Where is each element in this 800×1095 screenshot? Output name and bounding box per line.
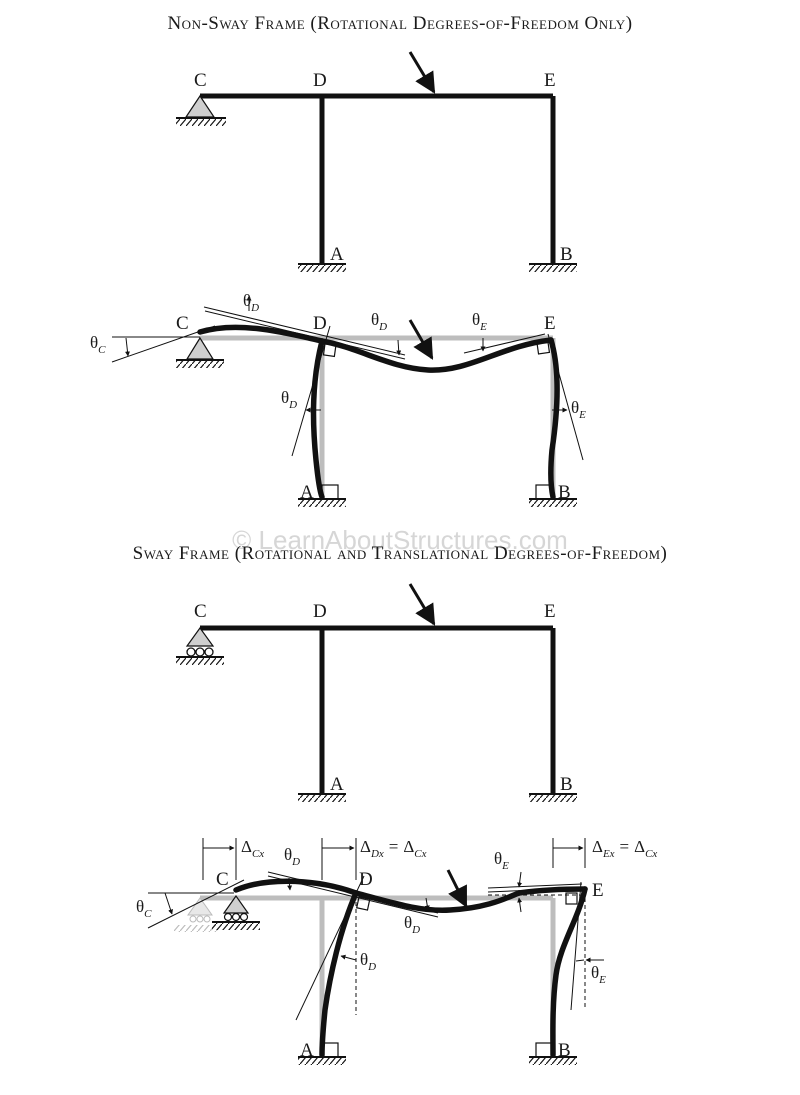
theta-e-label-sway-2: θE — [591, 963, 606, 986]
node-c-label-deflected: C — [176, 313, 189, 334]
pin-support-c — [176, 94, 226, 126]
load-arrow-sway — [408, 583, 436, 626]
theta-d-label-2: θD — [371, 310, 387, 333]
fixed-support-a — [298, 263, 346, 272]
non-sway-title: Non-Sway Frame (Rotational Degrees-of-Fr… — [167, 13, 632, 34]
load-arrow — [408, 51, 436, 94]
node-b-label: B — [560, 244, 573, 265]
roller-support-c — [176, 626, 224, 665]
node-a-label-sway-deflected: A — [300, 1040, 314, 1061]
delta-ex-equals-cx-label: ΔEx=ΔCx — [592, 837, 657, 860]
theta-e-label-1: θE — [472, 310, 487, 333]
theta-d-label-sway-1: θD — [284, 845, 300, 868]
fixed-support-a-sway — [298, 793, 346, 802]
node-b-label-deflected: B — [558, 482, 571, 503]
watermark: © LearnAboutStructures.com — [232, 525, 568, 555]
theta-c-label: θC — [90, 333, 106, 356]
node-d-label: D — [313, 70, 327, 91]
panel-sway-undeformed: Sway Frame (Rotational and Translational… — [133, 543, 668, 802]
theta-e-label-sway-1: θE — [494, 849, 509, 872]
theta-d-label-1: θD — [243, 291, 259, 314]
delta-cx-label: ΔCx — [241, 837, 264, 860]
theta-d-label-3: θD — [281, 388, 297, 411]
node-b-label-sway-deflected: B — [558, 1040, 571, 1061]
delta-dx-equals-cx-label: ΔDx=ΔCx — [360, 837, 427, 860]
node-a-label: A — [330, 244, 344, 265]
fixed-support-b-sway — [529, 793, 577, 802]
load-arrow-deflected — [408, 319, 434, 360]
node-e-label: E — [544, 70, 556, 91]
node-a-label-deflected: A — [300, 482, 314, 503]
node-d-label-sway-deflected: D — [359, 869, 373, 890]
node-e-label-sway: E — [544, 601, 556, 622]
node-d-label-sway: D — [313, 601, 327, 622]
pin-support-c-deflected — [176, 336, 224, 368]
theta-d-label-sway-2: θD — [404, 913, 420, 936]
node-c-label-sway-deflected: C — [216, 869, 229, 890]
panel-non-sway-undeformed: Non-Sway Frame (Rotational Degrees-of-Fr… — [167, 13, 632, 272]
node-d-label-deflected: D — [313, 313, 327, 334]
load-arrow-sway-deflected — [446, 869, 468, 908]
theta-d-label-sway-3: θD — [360, 950, 376, 973]
theta-c-label-sway: θC — [136, 897, 152, 920]
node-e-label-deflected: E — [544, 313, 556, 334]
node-c-label-sway: C — [194, 601, 207, 622]
fixed-support-b — [529, 263, 577, 272]
panel-non-sway-deflected: C D E A B θC θD θD θE θD θE — [90, 291, 586, 507]
sway-title: Sway Frame (Rotational and Translational… — [133, 543, 668, 564]
panel-sway-deflected: C D E A B ΔCx ΔDx=ΔCx ΔEx=ΔCx θC θD θD θ… — [136, 837, 657, 1065]
theta-e-label-2: θE — [571, 398, 586, 421]
roller-support-c-displaced — [212, 894, 260, 930]
node-b-label-sway: B — [560, 774, 573, 795]
node-c-label: C — [194, 70, 207, 91]
node-a-label-sway: A — [330, 774, 344, 795]
node-e-label-sway-deflected: E — [592, 880, 604, 901]
